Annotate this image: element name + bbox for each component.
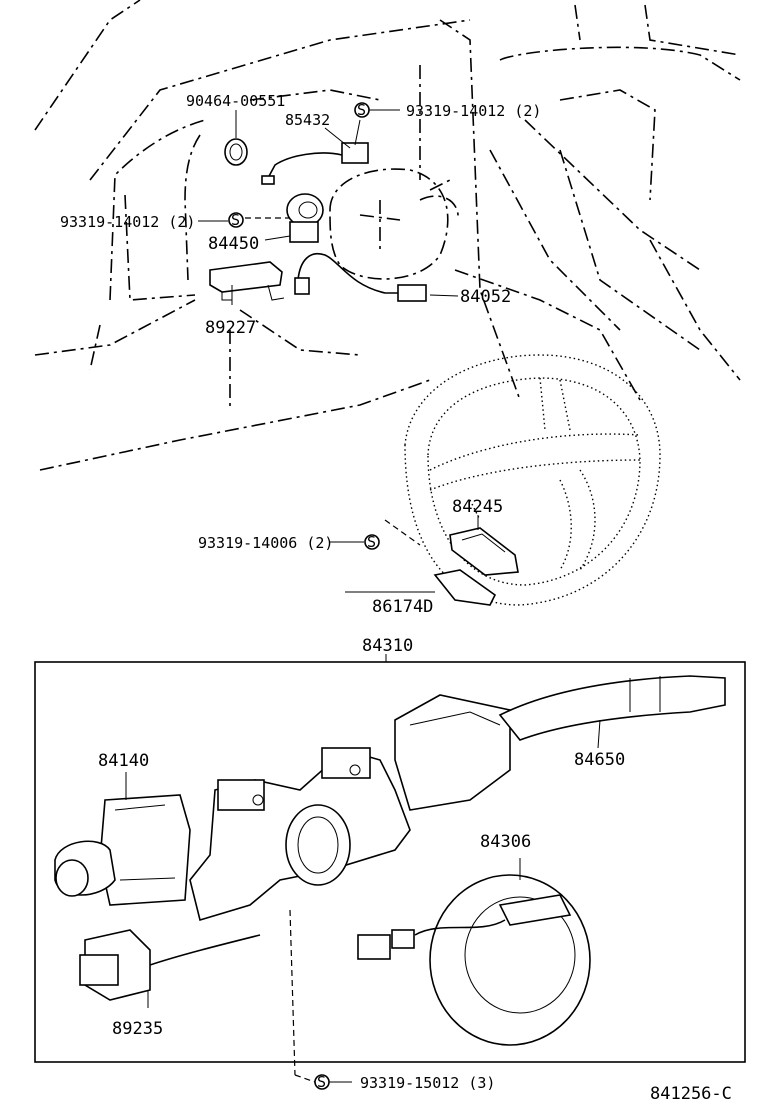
steering-column-outline	[329, 168, 459, 280]
screw-marker-bottom: S	[314, 1073, 330, 1091]
screw-marker-wheel: S	[364, 533, 380, 551]
label-84245: 84245	[452, 497, 503, 517]
label-93319-14012-top: 93319-14012 (2)	[406, 102, 541, 120]
label-86174D: 86174D	[372, 597, 433, 617]
svg-text:S: S	[357, 101, 366, 119]
svg-text:S: S	[367, 533, 376, 551]
label-85432: 85432	[285, 111, 330, 129]
switch-89235	[79, 929, 261, 1008]
svg-text:S: S	[231, 211, 240, 229]
part-labels: 90464-00551 85432 S 93319-14012 (2) 9331…	[60, 92, 732, 1104]
assembly-box-84310	[34, 654, 746, 1063]
label-84450: 84450	[208, 234, 259, 254]
svg-text:S: S	[317, 1073, 326, 1091]
label-89227: 89227	[205, 318, 256, 338]
diagram-id: 841256-C	[650, 1084, 732, 1104]
sensor-85432	[261, 119, 369, 185]
cover-86174D	[345, 519, 497, 606]
label-89235: 89235	[112, 1019, 163, 1039]
label-84650: 84650	[574, 750, 625, 770]
clip-90464	[224, 110, 248, 166]
switch-84140	[54, 772, 191, 906]
steering-wheel	[404, 354, 661, 606]
label-84140: 84140	[98, 751, 149, 771]
label-93319-14006: 93319-14006 (2)	[198, 534, 333, 552]
switch-84450	[245, 193, 324, 243]
module-89227	[209, 261, 285, 305]
label-90464-00551: 90464-00551	[186, 92, 285, 110]
screw-marker-left: S	[228, 211, 244, 229]
spiral-cable-84306	[357, 858, 591, 1046]
steering-switch-84245	[449, 515, 519, 576]
screw-marker-top: S	[354, 101, 370, 119]
label-84306: 84306	[480, 832, 531, 852]
label-93319-14012-left: 93319-14012 (2)	[60, 213, 195, 231]
dashboard-outline	[34, 0, 741, 471]
label-93319-15012: 93319-15012 (3)	[360, 1074, 495, 1092]
column-bracket	[189, 747, 411, 1076]
label-84310: 84310	[362, 636, 413, 656]
label-84052: 84052	[460, 287, 511, 307]
harness-84052	[294, 253, 459, 302]
switch-84650	[394, 675, 726, 811]
